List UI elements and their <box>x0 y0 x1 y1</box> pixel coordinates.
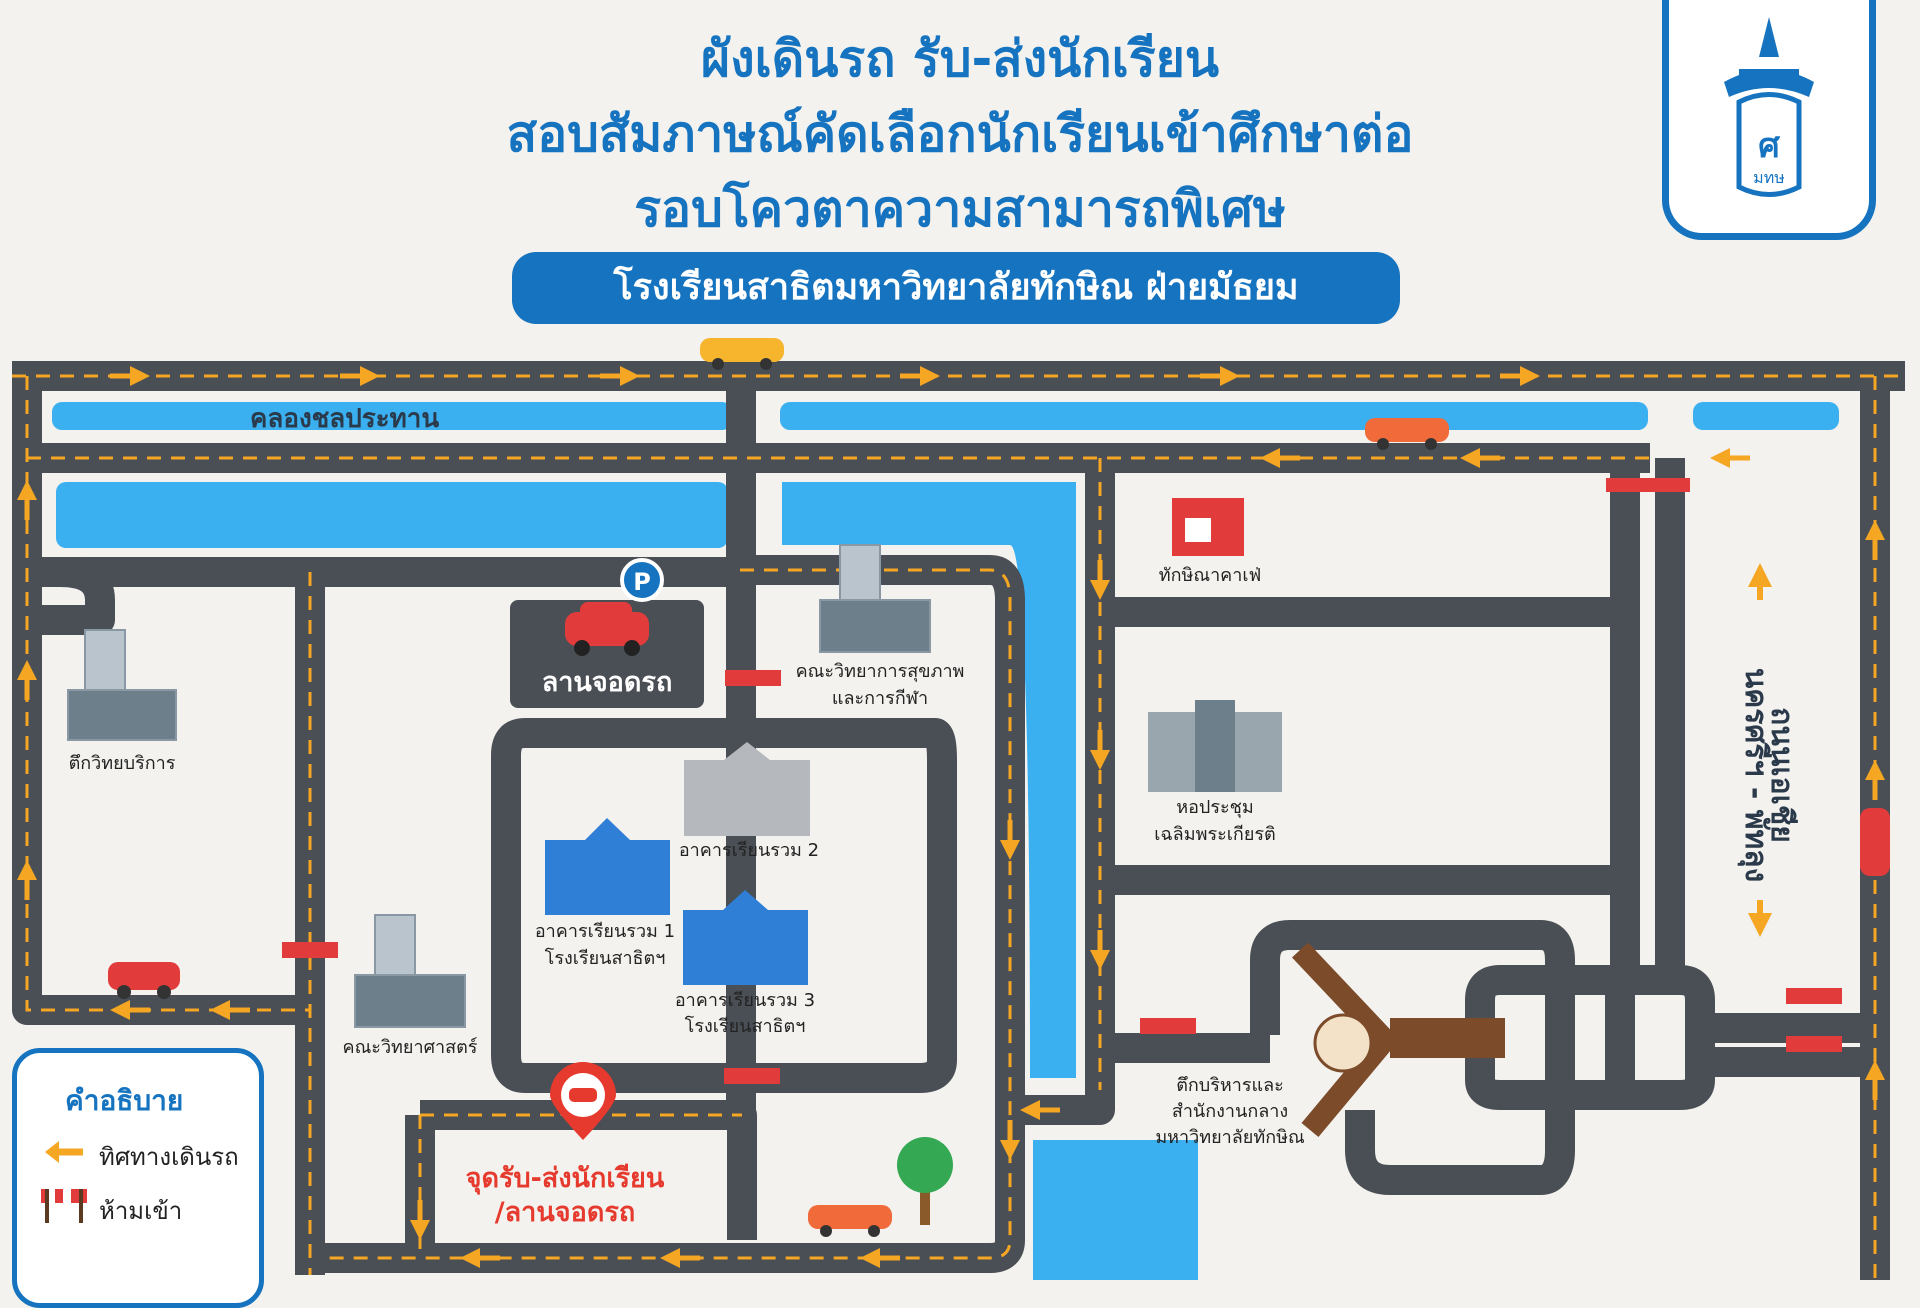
svg-text:ศ: ศ <box>1758 126 1780 166</box>
hall-building-icon <box>1148 700 1282 792</box>
school-building-1-icon <box>545 818 670 915</box>
label-admin-3: มหาวิทยาลัยทักษิณ <box>1155 1127 1305 1148</box>
legend-title: คำอธิบาย <box>65 1084 184 1117</box>
label-health-sports-2: และการกีฬา <box>831 688 929 709</box>
no-entry-barrier-icon <box>725 670 781 686</box>
no-entry-barrier-icon <box>282 942 338 958</box>
no-entry-barrier-icon <box>1786 1036 1842 1052</box>
no-entry-barrier-icon <box>1140 1018 1196 1034</box>
car-icon <box>1860 808 1890 876</box>
no-entry-barrier-icon <box>1786 988 1842 1004</box>
car-icon <box>700 338 784 370</box>
label-admin-2: สำนักงานกลาง <box>1171 1101 1289 1122</box>
no-entry-barrier-icon <box>1606 478 1690 492</box>
office-building-icon <box>819 544 931 653</box>
pickup-label-line-2: /ลานจอดรถ <box>494 1197 636 1228</box>
parking-sign-letter: P <box>633 568 651 596</box>
direction-arrow-icon <box>45 1141 83 1163</box>
label-building-1-a: อาคารเรียนรวม 1 <box>534 921 676 942</box>
no-entry-barrier-icon <box>724 1068 780 1084</box>
school-building-2-icon <box>684 742 810 836</box>
parking-label: ลานจอดรถ <box>541 667 673 698</box>
label-building-2: อาคารเรียนรวม 2 <box>678 840 820 861</box>
school-emblem-icon: ศ มทษ <box>1662 0 1876 240</box>
admin-building-icon <box>1292 942 1505 1138</box>
car-icon <box>808 1205 892 1237</box>
label-science-faculty: คณะวิทยาศาสตร์ <box>342 1037 478 1058</box>
label-building-3-b: โรงเรียนสาธิตฯ <box>684 1016 806 1037</box>
office-building-icon <box>354 914 466 1028</box>
map-legend: คำอธิบาย ทิศทางเดินรถ ห้ามเข้า <box>12 1048 264 1308</box>
school-building-3-icon <box>683 890 808 985</box>
canal-label: คลองชลประทาน <box>250 404 440 434</box>
title-line-2: สอบสัมภาษณ์คัดเลือกนักเรียนเข้าศึกษาต่อ <box>506 105 1414 163</box>
label-hall-1: หอประชุม <box>1176 797 1254 818</box>
car-icon <box>565 602 649 656</box>
pickup-pin-icon <box>550 1062 616 1140</box>
road-name-asian-highway: ถนนเอเชีย <box>1764 707 1799 843</box>
legend-direction: ทิศทางเดินรถ <box>99 1143 239 1171</box>
label-admin-1: ตึกบริหารและ <box>1176 1075 1284 1096</box>
label-cafe: ทักษิณาคาเฟ่ <box>1158 565 1262 586</box>
legend-no-entry: ห้ามเข้า <box>99 1197 183 1225</box>
school-name-banner: โรงเรียนสาธิตมหาวิทยาลัยทักษิณ ฝ่ายมัธยม <box>512 252 1400 324</box>
parking-sign-icon: P <box>620 558 664 602</box>
car-icon <box>1365 418 1449 450</box>
label-hall-2: เฉลิมพระเกียรติ <box>1154 824 1276 845</box>
campus-map: P ถนนเอเชีย นครศรีฯ - พัทลุง <box>12 338 1905 1280</box>
road-name-nakhon-phatthalung: นครศรีฯ - พัทลุง <box>1737 668 1773 883</box>
pickup-label-line-1: จุดรับ-ส่งนักเรียน <box>465 1163 665 1194</box>
cafe-icon <box>1172 498 1244 556</box>
label-building-3-a: อาคารเรียนรวม 3 <box>674 990 816 1011</box>
tree-icon <box>897 1137 953 1225</box>
label-building-1-b: โรงเรียนสาธิตฯ <box>544 948 666 969</box>
parking-lot <box>510 600 704 708</box>
no-entry-barrier-icon <box>41 1189 87 1223</box>
office-building-icon <box>67 629 177 741</box>
label-science-service: ตึกวิทยบริการ <box>68 753 176 774</box>
label-health-sports-1: คณะวิทยาการสุขภาพ <box>795 661 965 682</box>
logo-text: มทษ <box>1753 168 1785 187</box>
title-line-1: ผังเดินรถ รับ-ส่งนักเรียน <box>700 30 1220 88</box>
pickup-point-label: จุดรับ-ส่งนักเรียน /ลานจอดรถ <box>420 1162 710 1230</box>
title-line-3: รอบโควตาความสามารถพิเศษ <box>634 180 1286 238</box>
car-icon <box>108 962 180 999</box>
